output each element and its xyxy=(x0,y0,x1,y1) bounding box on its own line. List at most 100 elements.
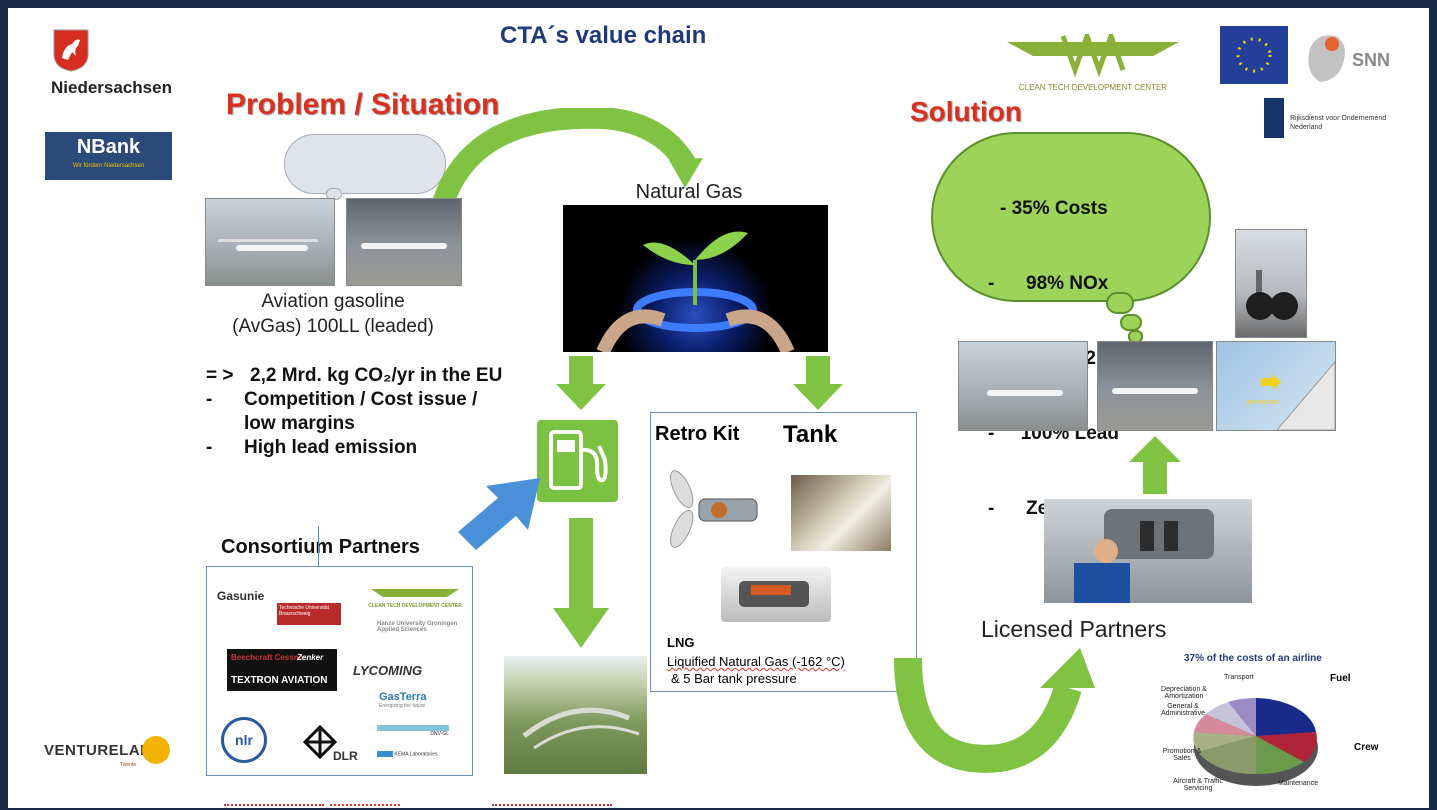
solution-item: - 98% NOx xyxy=(988,273,1109,294)
propeller-engine-icon xyxy=(670,470,758,548)
bullet-row: = > 2,2 Mrd. kg CO₂/yr in the EU xyxy=(206,364,536,388)
partner-gasterra: GasTerra Energizing the future xyxy=(379,691,427,709)
lng-description: Liquified Natural Gas (-162 °C) & 5 Bar … xyxy=(667,653,845,687)
slide-title: CTA´s value chain xyxy=(500,22,707,49)
bullet-row: - Competition / Cost issue / xyxy=(206,388,536,412)
lng-line-1: Liquified Natural Gas (-162 °C) xyxy=(667,654,845,669)
pie-label-general: General & Administrative xyxy=(1161,703,1205,717)
problem-caption: Aviation gasoline (AvGas) 100LL (leaded) xyxy=(208,289,458,339)
partner-nlr: nlr xyxy=(221,717,267,763)
pie-label-promotion: Promotion & Sales xyxy=(1162,748,1202,762)
caption-line-1: Aviation gasoline xyxy=(261,291,405,312)
fuel-pump-tile xyxy=(537,420,618,502)
ctdc-wings-large-icon xyxy=(1007,28,1179,78)
partner-gasterra-name: GasTerra xyxy=(379,691,427,703)
netherlands-map-icon xyxy=(1308,35,1345,82)
ctdc-label: CLEAN TECH DEVELOPMENT CENTER xyxy=(1018,83,1168,92)
ctdc-logo: CLEAN TECH DEVELOPMENT CENTER xyxy=(1003,28,1183,92)
partners-box: Gasunie Technische Universität Braunschw… xyxy=(206,566,473,776)
partner-gasterra-tagline: Energizing the future xyxy=(379,703,426,709)
nbank-name: NBank xyxy=(76,136,141,158)
pie-slice-fuel xyxy=(1256,698,1316,736)
pie-label-crew: Crew xyxy=(1354,742,1379,753)
engine-photo xyxy=(721,567,831,622)
retrofit-box: Retro Kit Tank LNG Liquified Natural Gas… xyxy=(650,412,917,692)
rvo-crest-icon xyxy=(1264,98,1284,138)
bullet-text: Competition / Cost issue / xyxy=(244,389,478,410)
ctdc-wings-icon xyxy=(371,589,459,597)
bullet-marker: - xyxy=(206,437,213,458)
engine-mechanic-icon xyxy=(1074,509,1214,603)
partner-beechcraft: Beechcraft Cessna xyxy=(231,653,304,662)
lng-title: LNG xyxy=(667,635,695,650)
blue-arrow-to-pump xyxy=(458,478,540,550)
apu-label: APU OUTLET xyxy=(1247,400,1279,406)
partner-gasunie: Gasunie xyxy=(217,589,265,603)
nbank-tagline: Wir fördern Niedersachsen xyxy=(72,163,145,169)
slide: CTA´s value chain Niedersachsen NBank Wi… xyxy=(8,8,1429,808)
airfield-image xyxy=(504,656,647,774)
partner-textron: TEXTRON AVIATION xyxy=(231,675,328,686)
partner-dlr-label: DLR xyxy=(333,749,358,763)
runway-icon xyxy=(522,707,640,750)
niedersachsen-horse-icon xyxy=(53,29,89,72)
down-arrow-left xyxy=(556,356,606,410)
pie-slice-depreciation xyxy=(1206,702,1256,736)
snn-label: SNN xyxy=(1352,50,1391,70)
bullet-marker: = > xyxy=(206,365,234,386)
solution-item: - 35% Costs xyxy=(1000,198,1108,219)
partner-tu-braunschweig: Technische Universität Braunschweig xyxy=(277,603,341,625)
rvo-label: Rijksdienst voor Ondernemend Nederland xyxy=(1290,115,1387,131)
spellcheck-underline xyxy=(492,801,612,806)
venturelab-name: VENTURELAB xyxy=(44,742,152,759)
tail-icon xyxy=(1261,360,1336,431)
bullet-row: low margins xyxy=(206,412,536,436)
partner-ctdc-label: CLEAN TECH DEVELOPMENT CENTER xyxy=(368,603,462,609)
natural-gas-label: Natural Gas xyxy=(635,181,743,203)
licensed-partners-label: Licensed Partners xyxy=(981,616,1167,642)
tank-label: Tank xyxy=(783,421,838,448)
bullet-text: 2,2 Mrd. kg CO₂/yr in the EU xyxy=(250,365,503,386)
dlr-icon xyxy=(302,724,338,760)
pie-slice-crew xyxy=(1256,732,1317,762)
consortium-heading: Consortium Partners xyxy=(221,536,420,558)
solution-bubble-1 xyxy=(1106,292,1134,314)
flame-sprout-icon xyxy=(596,231,795,355)
bullet-text: High lead emission xyxy=(244,437,418,458)
plane-photo-2 xyxy=(346,198,462,286)
solution-plane-photo-2 xyxy=(1097,341,1213,431)
partner-zenker: Zenker xyxy=(297,653,324,662)
fuel-pump-icon xyxy=(549,430,608,490)
partner-kema-label: KEMA Laboratories xyxy=(394,751,438,758)
consortium-pointer-line xyxy=(318,526,319,576)
down-arrow-right xyxy=(793,356,843,410)
retro-kit-label: Retro Kit xyxy=(655,423,740,445)
kema-icon xyxy=(377,751,393,757)
pie-label-maintenance: Maintenance xyxy=(1278,780,1319,787)
bullet-text: low margins xyxy=(244,413,355,434)
eu-stars-icon xyxy=(1236,37,1272,73)
pie-label-depreciation: Depreciation & Amortization xyxy=(1161,686,1207,700)
problem-heading: Problem / Situation xyxy=(226,88,500,121)
bullet-row: - High lead emission xyxy=(206,436,536,460)
partner-ctdc: CLEAN TECH DEVELOPMENT CENTER xyxy=(367,585,463,609)
nbank-logo: NBank Wir fördern Niedersachsen xyxy=(45,132,172,180)
curved-arrow-to-gas xyxy=(433,108,703,207)
pie-label-aircraft: Aircraft & Traffic Servicing xyxy=(1173,778,1223,792)
cost-pie-chart xyxy=(1193,697,1318,786)
pie-title: 37% of the costs of an airline xyxy=(1184,653,1322,664)
bullet-marker: - xyxy=(206,389,213,410)
partner-kema: KEMA Laboratories xyxy=(377,751,437,757)
eu-flag xyxy=(1220,26,1288,84)
pie-slice-transport xyxy=(1228,697,1256,736)
pie-slice-maintenance xyxy=(1256,736,1304,775)
caption-line-2: (AvGas) 100LL (leaded) xyxy=(232,316,434,337)
natural-gas-image xyxy=(563,205,828,355)
down-arrow-pump xyxy=(553,518,609,648)
landing-gear-photo xyxy=(1235,229,1307,338)
engine-block-icon xyxy=(739,581,809,607)
venturelab-v-icon xyxy=(142,736,170,764)
lng-line-2: & 5 Bar tank pressure xyxy=(671,671,797,686)
pie-label-fuel: Fuel xyxy=(1330,673,1351,684)
spellcheck-underline xyxy=(330,801,400,806)
